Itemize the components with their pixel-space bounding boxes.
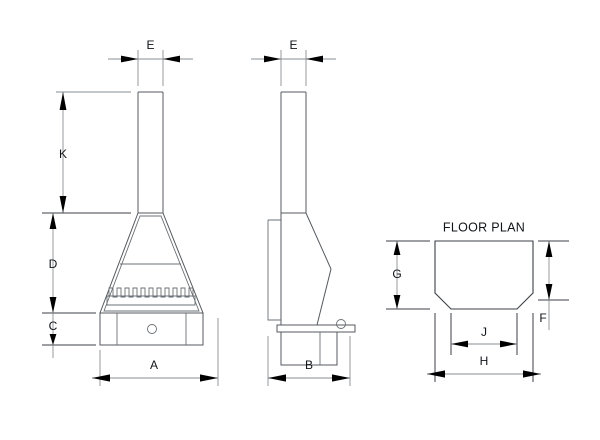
front-hood-inner [103, 215, 200, 312]
dim-label-A: A [150, 358, 158, 372]
dim-label-E: E [146, 38, 154, 52]
side-flue-outline [280, 91, 307, 213]
dim-label-F: F [539, 311, 546, 325]
side-body-profile [280, 212, 332, 326]
plan-outline [434, 240, 534, 310]
dim-J-plan: J [450, 313, 518, 355]
front-base-knob [147, 324, 157, 334]
dim-label-C: C [49, 319, 58, 333]
dim-label-J: J [481, 325, 487, 339]
front-elevation-view: E K D [42, 38, 219, 386]
arrow-E-left [121, 55, 138, 63]
arrow-F-top [545, 241, 553, 257]
arrow-J-right [500, 340, 517, 348]
dim-D-front: D [42, 212, 131, 314]
arrow-H-left [427, 370, 445, 378]
dim-E-front: E [108, 38, 193, 86]
dim-A-front: A [92, 318, 219, 386]
arrow-K-top [59, 92, 67, 110]
side-elevation-view: E B [251, 38, 356, 386]
dim-label-H: H [480, 354, 489, 368]
arrow-G-bottom [393, 295, 401, 309]
dim-E-side: E [251, 38, 336, 86]
front-grate-detail [106, 287, 196, 306]
arrow-G-top [393, 241, 401, 255]
arrow-B-left [268, 374, 286, 382]
dim-label-G: G [392, 267, 401, 281]
floor-plan-title: FLOOR PLAN [443, 220, 525, 234]
arrow-D-bottom [49, 297, 57, 313]
dim-label-D: D [49, 257, 58, 271]
dim-label-E2: E [289, 38, 297, 52]
dim-B-side: B [267, 336, 351, 386]
arrow-E-right [163, 55, 180, 63]
side-front-panel-edge [267, 219, 281, 321]
side-base-outline [280, 331, 338, 366]
dim-G-plan: G [386, 240, 430, 310]
front-flue-outline [137, 91, 164, 213]
arrow-F-bottom [545, 284, 553, 300]
arrow-B-right [332, 374, 350, 382]
arrow-C-bottom [49, 334, 57, 345]
dim-H-plan: H [427, 313, 541, 382]
arrow-A-right [200, 374, 218, 382]
arrow-A-left [92, 374, 110, 382]
dim-label-K: K [59, 147, 67, 161]
dim-C-front: C [42, 313, 96, 358]
side-hearth-shelf [276, 324, 356, 333]
arrow-K-bottom [59, 196, 67, 213]
front-hood-outer [99, 212, 204, 314]
arrow-H-right [523, 370, 541, 378]
dim-K-front: K [56, 91, 131, 214]
arrow-E2-left [264, 55, 281, 63]
arrow-E2-right [306, 55, 323, 63]
dim-F-plan: F [538, 240, 569, 330]
side-base-knob [336, 319, 346, 329]
floor-plan-view: FLOOR PLAN G F [386, 220, 569, 382]
front-base-outline [99, 312, 204, 346]
arrow-J-left [451, 340, 468, 348]
dim-label-B: B [305, 358, 313, 372]
arrow-D-top [49, 213, 57, 229]
